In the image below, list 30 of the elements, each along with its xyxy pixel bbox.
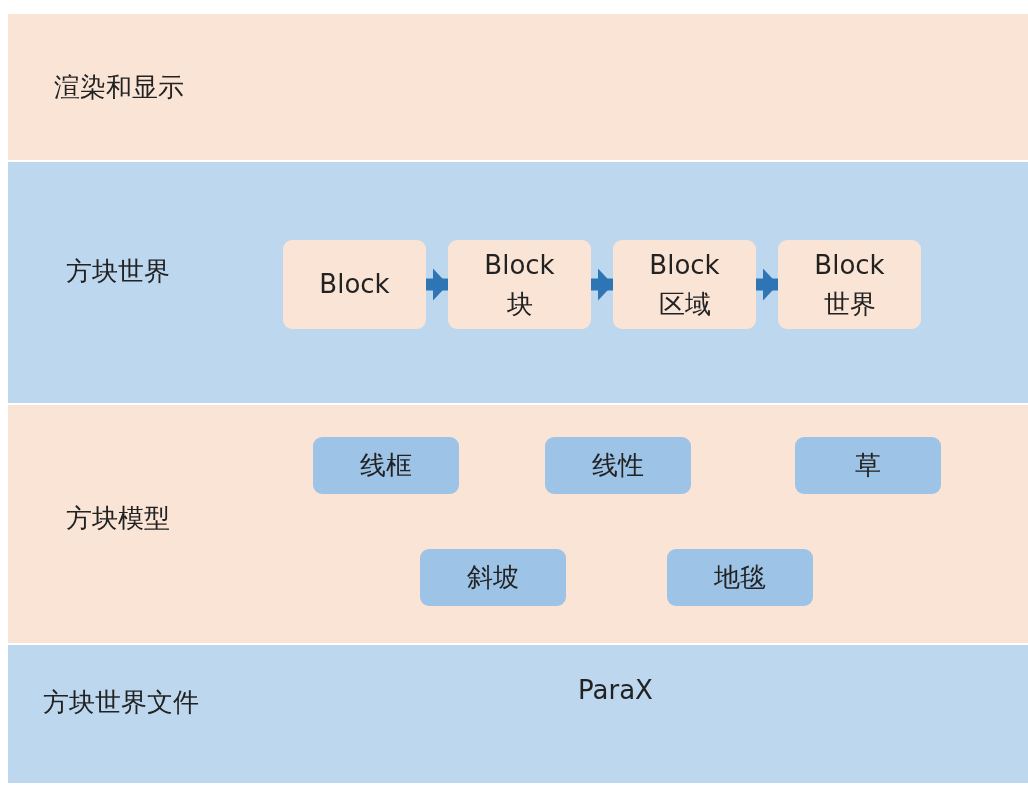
- layer-band: [8, 14, 1028, 160]
- box-label: Block 世界: [813, 248, 886, 321]
- arrow: [426, 268, 448, 301]
- rounded-box: [420, 549, 566, 606]
- box-label: 斜坡: [467, 561, 519, 594]
- rounded-box: [313, 437, 459, 494]
- layer-title: 方块世界: [66, 255, 170, 288]
- layer-title: 方块世界文件: [43, 686, 199, 719]
- box-label: 线框: [360, 449, 412, 482]
- box-label: Block: [318, 268, 391, 301]
- layer-band: [8, 645, 1028, 783]
- box-label: Block 块: [483, 248, 556, 321]
- layer-band: [8, 405, 1028, 643]
- box-label: 线性: [592, 449, 644, 482]
- rounded-box: [545, 437, 691, 494]
- box-label: 草: [855, 449, 881, 482]
- layer-title: 渲染和显示: [54, 71, 184, 104]
- layer-band: [8, 162, 1028, 403]
- rounded-box: [667, 549, 813, 606]
- rounded-box: [795, 437, 941, 494]
- arrow: [591, 268, 613, 301]
- arrow: [756, 268, 778, 301]
- box-label: Block 区域: [648, 248, 721, 321]
- rounded-box: [448, 240, 591, 329]
- layer-title: 方块模型: [66, 502, 170, 535]
- layer-content: ParaX: [578, 675, 653, 705]
- box-label: 地毯: [714, 561, 766, 594]
- rounded-box: [778, 240, 921, 329]
- rounded-box: [283, 240, 426, 329]
- rounded-box: [613, 240, 756, 329]
